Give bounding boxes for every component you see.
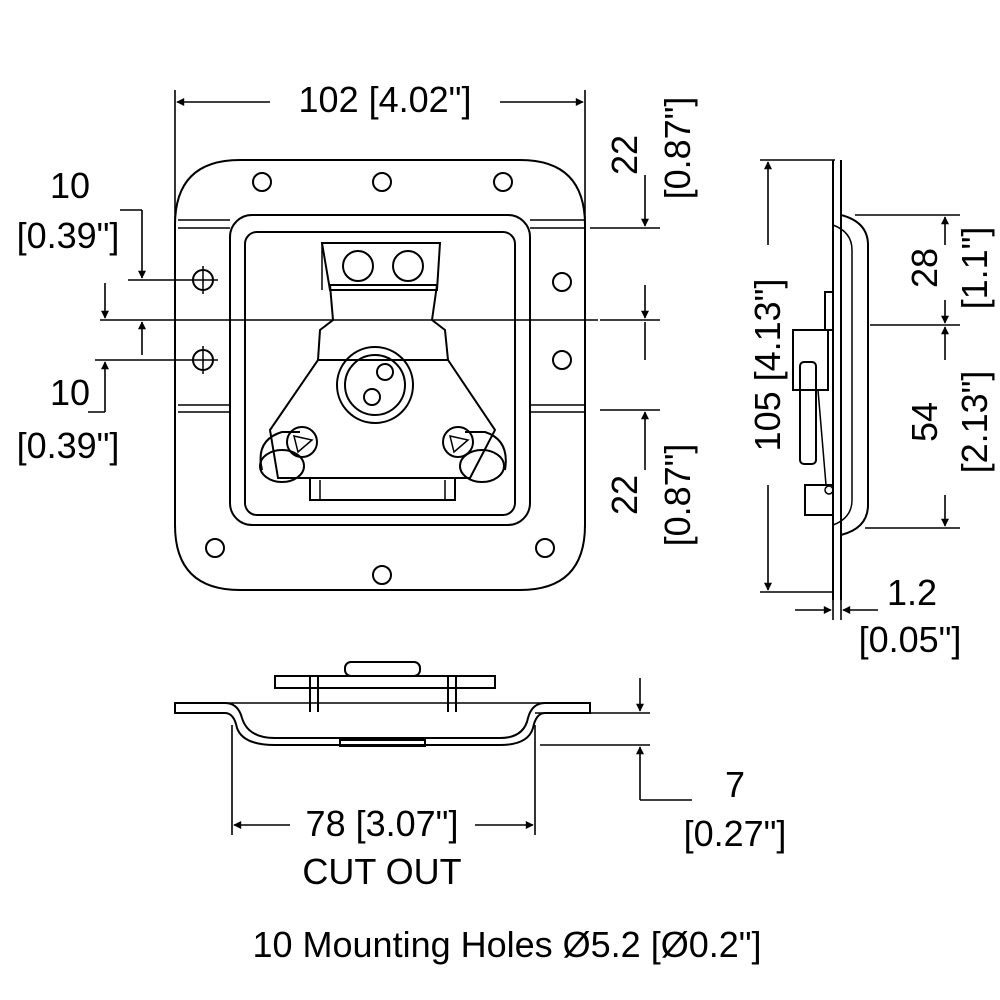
side-latch-top xyxy=(824,291,834,331)
front-dimensions: 102 [4.02"] 22 [0.87"] 22 [0.87"] 10 [0.… xyxy=(17,79,698,546)
depth-in: [0.27"] xyxy=(684,813,787,854)
left-hole-upper-mm: 10 xyxy=(50,165,90,206)
left-hole-lower-mm: 10 xyxy=(50,372,90,413)
side-dish xyxy=(840,214,869,536)
cutout-label: CUT OUT xyxy=(302,851,461,892)
side-dish-inner xyxy=(832,224,853,526)
side-view xyxy=(792,160,869,600)
mounting-hole xyxy=(552,272,572,292)
bottom-flange xyxy=(174,702,591,746)
handle-right-ear xyxy=(465,431,507,471)
side-upper-mm: 28 xyxy=(904,248,945,288)
catch-bar xyxy=(309,477,456,501)
mounting-hole xyxy=(372,172,392,192)
side-height-label: 105 [4.13"] xyxy=(747,279,788,452)
bottom-catch xyxy=(339,739,426,747)
side-lower-in: [2.13"] xyxy=(954,371,995,474)
hinge-hole-right xyxy=(392,250,424,282)
bottom-offset-mm: 22 xyxy=(604,475,645,515)
depth-mm: 7 xyxy=(725,764,745,805)
front-view xyxy=(174,159,586,591)
bottom-dimensions: 78 [3.07"] CUT OUT 7 [0.27"] xyxy=(231,678,787,892)
rivet-left xyxy=(286,426,318,458)
bottom-latch-plate xyxy=(274,675,496,689)
mounting-hole xyxy=(205,538,225,558)
left-hole-lower-in: [0.39"] xyxy=(17,425,120,466)
mounting-hole xyxy=(535,538,555,558)
mounting-hole xyxy=(493,172,513,192)
cam-lock-outer xyxy=(336,346,414,424)
side-latch-arm xyxy=(799,361,817,465)
bottom-offset-in: [0.87"] xyxy=(657,444,698,547)
mounting-hole xyxy=(552,350,572,370)
hinge-hole-left xyxy=(342,250,374,282)
mounting-hole xyxy=(252,172,272,192)
side-latch-body xyxy=(792,329,829,391)
cam-lock-pin-lower xyxy=(363,388,381,406)
overall-width-label: 102 [4.02"] xyxy=(299,79,472,120)
top-offset-mm: 22 xyxy=(604,135,645,175)
side-plate xyxy=(832,160,842,600)
top-offset-in: [0.87"] xyxy=(657,97,698,200)
handle-right-lobe xyxy=(459,449,505,483)
handle-left-lobe xyxy=(259,449,305,483)
recessed-dish-inner xyxy=(244,231,516,516)
side-lower-mm: 54 xyxy=(904,402,945,442)
cutout-width-label: 78 [3.07"] xyxy=(306,803,459,844)
thickness-mm: 1.2 xyxy=(887,572,937,613)
side-upper-in: [1.1"] xyxy=(954,227,995,310)
recessed-dish-outer xyxy=(229,214,531,526)
cam-lock-inner xyxy=(344,354,406,416)
outer-flange xyxy=(174,159,586,591)
side-dimensions: 105 [4.13"] 28 [1.1"] 54 [2.13"] 1.2 [0.… xyxy=(747,159,995,660)
bottom-view xyxy=(174,661,591,747)
side-latch-pin xyxy=(824,485,834,495)
left-hole-upper-in: [0.39"] xyxy=(17,215,120,256)
cam-lock-pin-upper xyxy=(376,363,394,381)
mounting-hole xyxy=(372,565,392,585)
thickness-in: [0.05"] xyxy=(859,619,962,660)
rivet-right xyxy=(442,426,474,458)
bottom-latch-cap xyxy=(344,661,421,677)
side-latch-foot xyxy=(804,484,834,516)
mounting-holes-note: 10 Mounting Holes Ø5.2 [Ø0.2"] xyxy=(252,924,761,965)
side-latch-line xyxy=(817,389,827,486)
